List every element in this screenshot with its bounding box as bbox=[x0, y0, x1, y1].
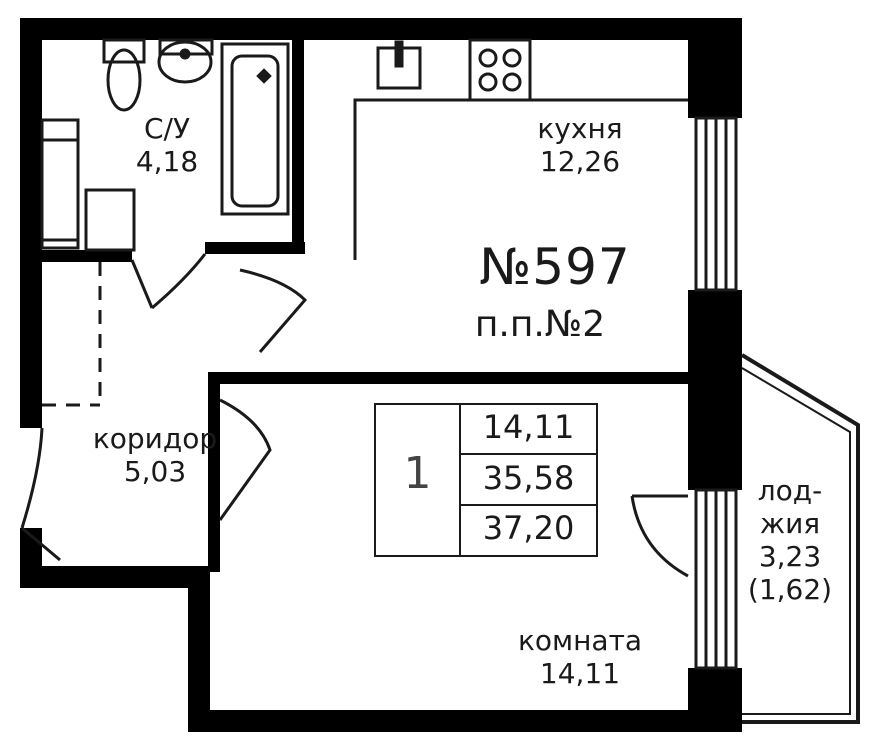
corridor-label: коридор 5,03 bbox=[60, 422, 250, 488]
bathroom-label: С/У 4,18 bbox=[112, 112, 222, 178]
closet-dashed bbox=[42, 262, 102, 407]
floor-plan-number: п.п.№2 bbox=[474, 304, 606, 345]
outer-walls bbox=[20, 18, 742, 732]
right-wall-bottom bbox=[688, 668, 742, 732]
sink-icon bbox=[157, 40, 213, 84]
top-wall bbox=[20, 18, 742, 40]
left-wall-upper bbox=[20, 18, 42, 428]
toilet-icon bbox=[106, 48, 142, 112]
room-name: комната bbox=[517, 624, 643, 657]
left-wall-room bbox=[188, 566, 210, 732]
kitchen-room-partition bbox=[208, 372, 688, 384]
total-area-value: 35,58 bbox=[482, 459, 575, 497]
room-area: 14,11 bbox=[539, 657, 621, 691]
corridor-name: коридор bbox=[92, 422, 218, 455]
summary-table bbox=[374, 403, 598, 557]
room-door bbox=[218, 398, 272, 521]
bath-bottom-wall-right bbox=[205, 242, 305, 254]
kitchen-area: 12,26 bbox=[539, 145, 621, 179]
bathroom-area: 4,18 bbox=[135, 145, 199, 179]
loggia-label: лод- жия 3,23 (1,62) bbox=[735, 474, 845, 606]
corridor-area: 5,03 bbox=[123, 455, 187, 489]
apartment-number: №597 bbox=[479, 238, 631, 296]
total-with-loggia-value: 37,20 bbox=[482, 509, 575, 547]
right-wall-top bbox=[688, 18, 742, 118]
entrance-door bbox=[20, 427, 61, 562]
bathtub-icon bbox=[220, 42, 290, 216]
bath-right-wall bbox=[292, 40, 304, 254]
kitchen-counter bbox=[353, 38, 688, 260]
loggia-area-reduced: (1,62) bbox=[747, 573, 833, 607]
bathroom-door bbox=[130, 253, 207, 310]
loggia-door bbox=[630, 494, 689, 578]
loggia-area: 3,23 bbox=[758, 540, 822, 574]
loggia-outline bbox=[740, 353, 860, 724]
kitchen-name: кухня bbox=[537, 112, 623, 145]
room-window bbox=[694, 488, 738, 670]
cabinet-icon bbox=[84, 188, 136, 252]
kitchen-label: кухня 12,26 bbox=[510, 112, 650, 178]
loggia-name-line2: жия bbox=[759, 507, 821, 541]
bath-bottom-wall-left bbox=[20, 250, 132, 262]
washer-icon bbox=[40, 118, 80, 250]
kitchen-door bbox=[239, 268, 308, 353]
loggia-name-line1: лод- bbox=[757, 474, 823, 507]
room-label: комната 14,11 bbox=[495, 624, 665, 690]
bottom-wall-room bbox=[188, 710, 742, 732]
rooms-count: 1 bbox=[403, 448, 432, 499]
bottom-wall-left bbox=[20, 566, 208, 588]
living-area-value: 14,11 bbox=[482, 408, 575, 446]
bathroom-walls bbox=[20, 40, 305, 262]
bathroom-fixtures bbox=[40, 38, 290, 252]
corridor-room-partition bbox=[208, 372, 220, 572]
kitchen-window bbox=[694, 116, 738, 292]
bathroom-name: С/У bbox=[143, 112, 191, 145]
kitchen-room-wall bbox=[208, 372, 688, 572]
stove-icon bbox=[468, 38, 532, 102]
right-wall-middle bbox=[688, 290, 742, 490]
